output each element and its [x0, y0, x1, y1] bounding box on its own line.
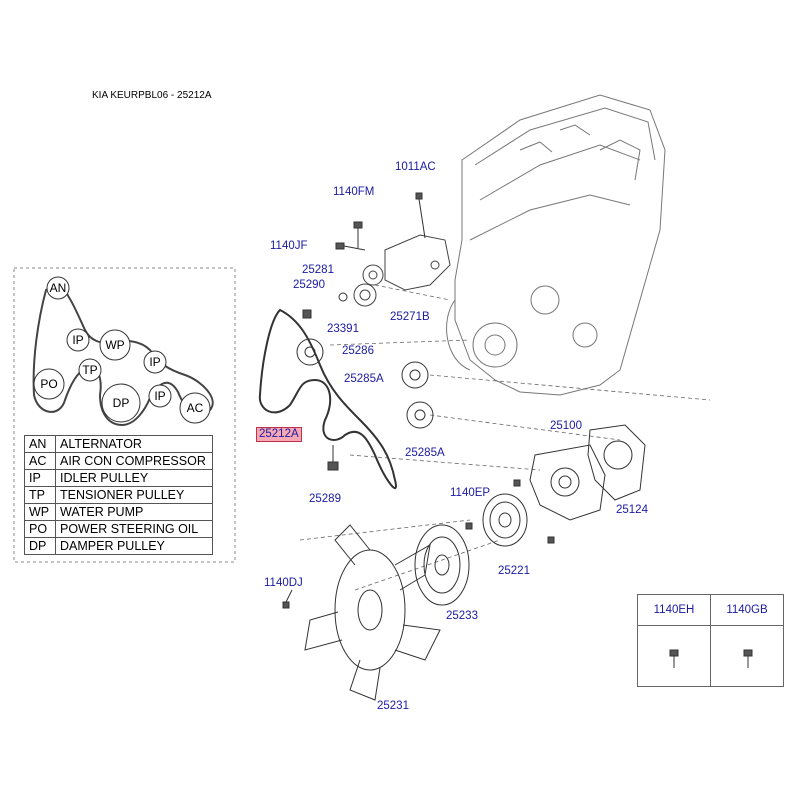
legend-description: POWER STEERING OIL [55, 520, 213, 538]
part-label-1011ac[interactable]: 1011AC [395, 161, 436, 173]
pulley-ac [179, 392, 211, 424]
legend-description: WATER PUMP [55, 503, 213, 521]
part-label-25231[interactable]: 25231 [377, 700, 409, 712]
part-label-25124[interactable]: 25124 [616, 504, 648, 516]
legend-description: DAMPER PULLEY [55, 537, 213, 555]
legend-code: AN [24, 435, 56, 453]
pulley-code-ip: IP [154, 389, 166, 403]
legend-description: IDLER PULLEY [55, 469, 213, 487]
drive-belt-drawing [258, 308, 397, 489]
part-label-25286[interactable]: 25286 [342, 345, 374, 357]
water-pump-drawing [529, 424, 646, 521]
legend-description: TENSIONER PULLEY [55, 486, 213, 504]
part-label-25289[interactable]: 25289 [309, 493, 341, 505]
part-label-23391[interactable]: 23391 [327, 323, 359, 335]
part-label-25285a-lower[interactable]: 25285A [405, 447, 445, 459]
part-label-25290[interactable]: 25290 [293, 279, 325, 291]
part-label-25212a-highlighted[interactable]: 25212A [256, 427, 302, 442]
pulley-wp [99, 329, 131, 361]
pulley-code-ac: AC [186, 401, 204, 415]
part-label-25271b[interactable]: 25271B [390, 311, 430, 323]
part-label-25233[interactable]: 25233 [446, 610, 478, 622]
legend-frame [13, 267, 236, 563]
legend-code: DP [24, 537, 56, 555]
pulley-ip-low [148, 384, 172, 408]
pulley-code-wp: WP [105, 338, 125, 352]
belt-route-diagram [32, 276, 214, 427]
bolt-cell-1140eh [637, 625, 711, 687]
pulley-ip-top [66, 328, 90, 352]
pulley-code-po: PO [40, 377, 58, 391]
legend-description: ALTERNATOR [55, 435, 213, 453]
pulley-tp [78, 358, 102, 382]
diagram-title: KIA KEURPBL06 - 25212A [92, 90, 212, 101]
part-label-1140fm[interactable]: 1140FM [333, 186, 375, 198]
tensioner-assembly-drawing [353, 234, 451, 307]
legend-code: WP [24, 503, 56, 521]
pulley-dp [101, 383, 141, 423]
part-label-1140jf[interactable]: 1140JF [270, 240, 308, 252]
pulley-ip-right [143, 350, 167, 374]
legend-description: AIR CON COMPRESSOR [55, 452, 213, 470]
pulley-an [46, 276, 70, 300]
legend-code: AC [24, 452, 56, 470]
pulley-code-ip: IP [149, 355, 161, 369]
part-label-25281[interactable]: 25281 [302, 264, 334, 276]
bolt-reference-table: 1140EH 1140GB [637, 594, 784, 687]
pulley-code-tp: TP [82, 363, 98, 377]
idler-pulleys-drawing [296, 338, 434, 429]
pulley-code-ip: IP [72, 333, 84, 347]
leader-lines [299, 284, 711, 591]
engine-block-drawing [446, 94, 666, 396]
bolt-cell-1140gb [710, 625, 784, 687]
bolt-header-1140eh[interactable]: 1140EH [637, 594, 711, 626]
pulley-code-an: AN [49, 281, 67, 295]
legend-code: PO [24, 520, 56, 538]
cooling-fan-drawing [304, 524, 441, 701]
part-label-1140ep[interactable]: 1140EP [450, 487, 491, 499]
pulley-po [33, 368, 65, 400]
legend-code: TP [24, 486, 56, 504]
water-pump-pulley-drawing [482, 493, 528, 547]
part-label-1140dj[interactable]: 1140DJ [264, 577, 303, 589]
bolts-drawing [282, 192, 555, 609]
pulley-code-dp: DP [112, 396, 130, 410]
part-label-25285a-upper[interactable]: 25285A [344, 373, 384, 385]
legend-code: IP [24, 469, 56, 487]
part-label-25221[interactable]: 25221 [498, 565, 530, 577]
bolt-header-1140gb[interactable]: 1140GB [710, 594, 784, 626]
fan-clutch-drawing [414, 524, 470, 606]
part-label-25100[interactable]: 25100 [550, 420, 582, 432]
